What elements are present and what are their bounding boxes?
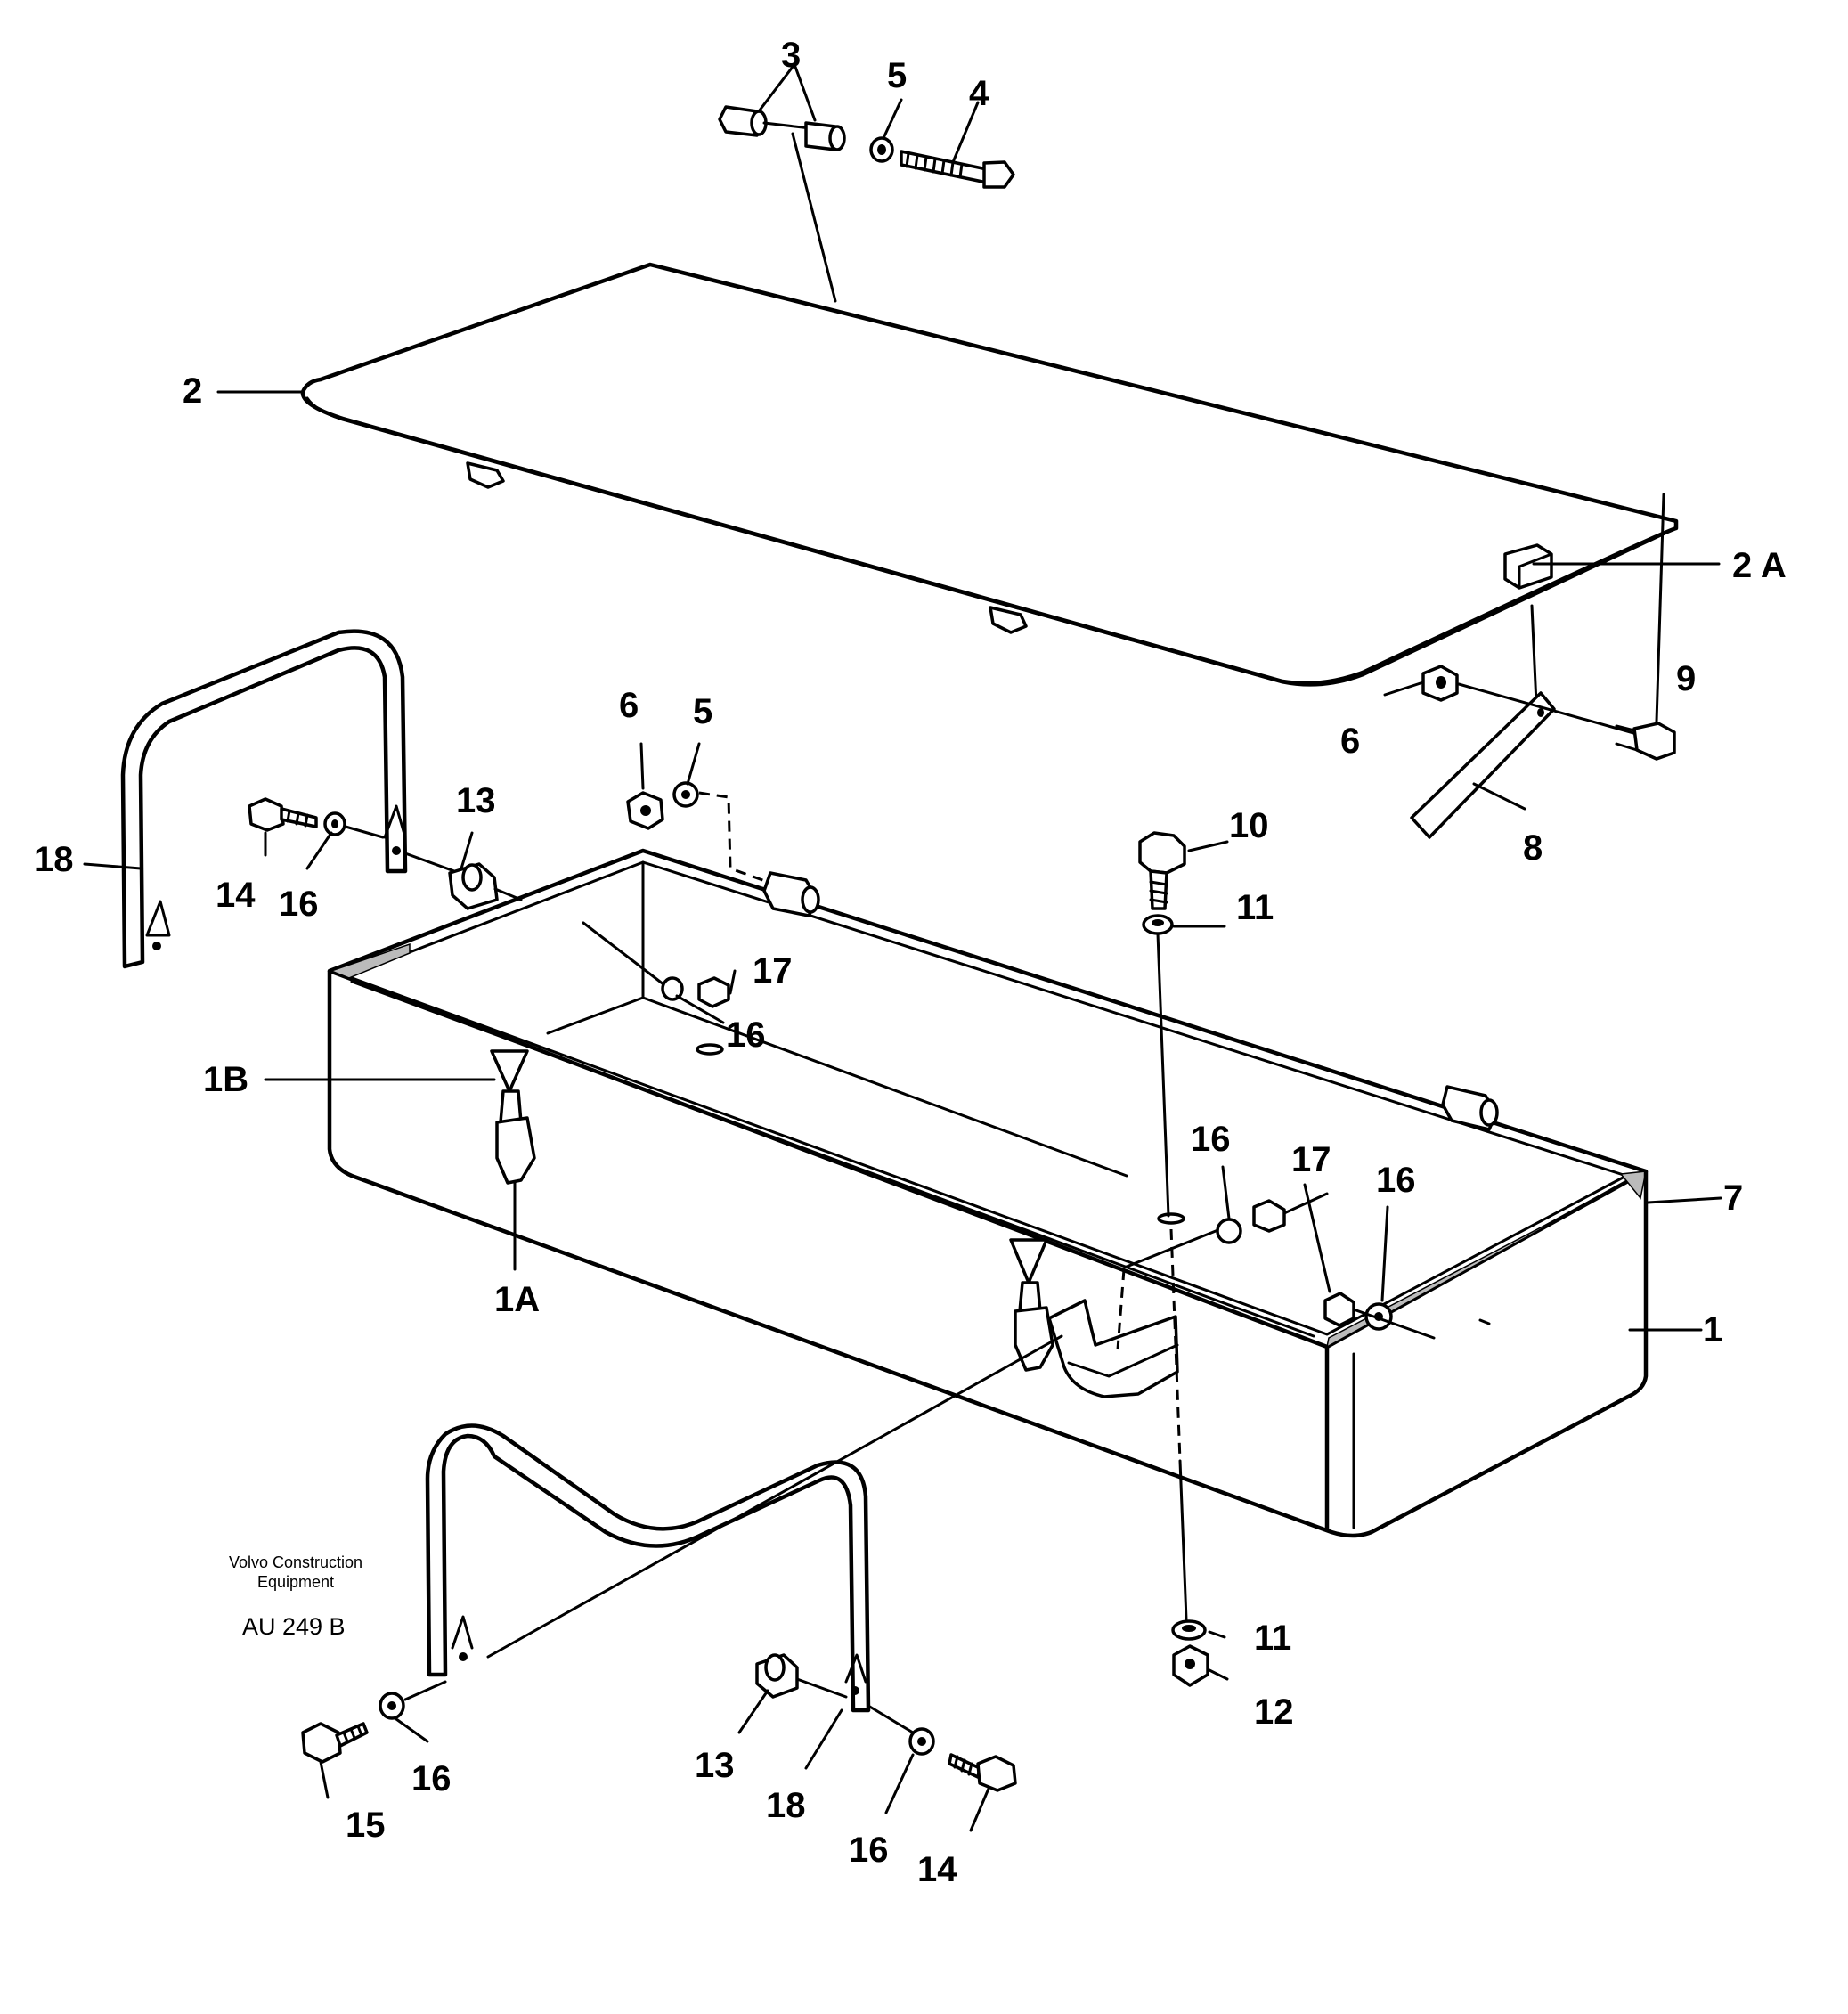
inner-fasteners-left [582,921,730,1008]
label-18-upper: 18 [34,840,74,879]
label-17-right: 17 [1291,1140,1331,1179]
label-16-lower-right: 16 [849,1831,889,1870]
label-18-lower: 18 [766,1786,806,1825]
label-13-upper: 13 [456,781,496,820]
nut-17-inner-left [697,976,730,1008]
lid-latch-clip-right [989,606,1028,634]
label-16-inner-right-b: 16 [1376,1161,1416,1200]
front-handle-bracket [1047,1299,1179,1398]
handle-18-lower [425,1334,1063,1713]
prop-arm-assembly [1383,604,1676,839]
latch-right [1009,1238,1054,1372]
label-3: 3 [781,36,801,75]
bottom-slot-right [1157,1212,1185,1225]
seal-strip-7-left [329,942,411,979]
part-labels: 3 5 4 2 2 A 6 5 6 9 8 10 11 13 18 14 16 … [34,36,1787,1889]
label-9: 9 [1676,659,1696,698]
label-2: 2 [183,371,202,411]
bolt-9 [1632,722,1676,761]
label-1b: 1B [203,1060,248,1099]
bottom-slot-left [696,1043,724,1056]
label-6-left: 6 [619,686,639,725]
label-6-right: 6 [1340,722,1360,761]
label-4: 4 [969,74,989,113]
hinge-pin-assembly [718,105,1015,303]
upper-handle-fasteners [248,797,523,910]
label-15: 15 [346,1806,386,1845]
label-14-upper: 14 [216,876,256,915]
drawing-code: AU 249 B [242,1613,346,1640]
label-16-inner-right-a: 16 [1191,1120,1231,1159]
label-14-lower: 14 [917,1850,957,1889]
label-5-left: 5 [693,692,712,731]
label-11-top: 11 [1236,888,1274,927]
floor-bolt-assembly [1138,831,1209,1687]
nut-17-inner-right-b [1323,1292,1355,1327]
label-16-lower-left: 16 [411,1759,452,1798]
label-11-bottom: 11 [1254,1619,1291,1658]
label-17-left: 17 [753,951,793,991]
label-12: 12 [1254,1692,1294,1732]
drawing-credit: Volvo Construction Equipment AU 249 B [229,1553,362,1640]
label-1: 1 [1703,1310,1722,1349]
label-10: 10 [1229,806,1269,845]
lid-block-2a [1503,543,1553,590]
leader-lines [83,65,1722,1832]
bolt-15 [301,1722,342,1764]
handle-18-upper [120,629,408,969]
label-16-upper: 16 [279,885,319,924]
lid [300,262,1679,687]
washer-16-inner-left [661,976,684,1001]
bolt-10 [1138,831,1186,875]
hinge-nut-assembly-left [626,781,769,884]
lower-handle-fasteners [301,1653,1017,1792]
label-5-top: 5 [887,56,907,95]
label-8: 8 [1523,828,1543,868]
label-7: 7 [1723,1178,1743,1218]
latch-left [490,1049,536,1244]
label-2a: 2 A [1732,546,1787,585]
credit-line-1: Volvo Construction [229,1553,362,1571]
tool-box [327,848,1649,1538]
prop-arm-8 [1410,691,1556,839]
washer-16-inner-right-a [1216,1218,1242,1244]
lid-latch-clip-left [466,461,505,489]
credit-line-2: Equipment [257,1573,334,1591]
bolt-14-upper [248,797,285,832]
nut-17-inner-right-a [1252,1199,1286,1233]
label-13-lower: 13 [695,1746,735,1785]
seal-strip-7-right [1325,1170,1647,1349]
inner-fasteners-right [1116,1192,1491,1350]
label-1a: 1A [494,1280,540,1319]
label-16-inner-left: 16 [726,1015,766,1055]
